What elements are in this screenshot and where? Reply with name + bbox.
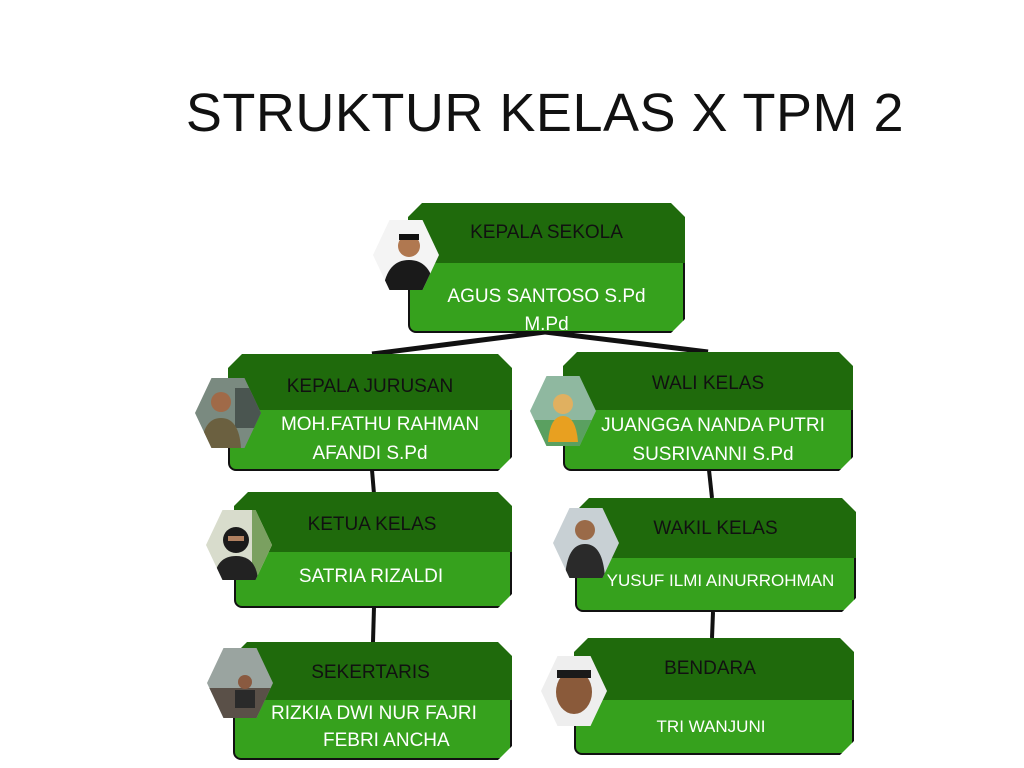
node-header [575,498,856,558]
node-role: KEPALA SEKOLA [470,222,623,243]
avatar-photo [541,656,607,726]
node-role: WALI KELAS [651,373,765,394]
avatar-photo [553,508,619,578]
connector-ks-wk [544,329,709,355]
node-role: SEKERTARIS [311,662,430,683]
node-kepala-sekolah: KEPALA SEKOLA AGUS SANTOSO S.Pd M.Pd [408,203,685,335]
connector-wali-wakil [707,469,714,499]
node-name-line1: AGUS SANTOSO S.Pd [447,286,646,307]
node-name-line1: JUANGGA NANDA PUTRI [601,415,825,436]
node-name-line1: TRI WANJUNI [656,717,766,736]
node-name-line1: YUSUF ILMI AINURROHMAN [606,571,835,590]
node-role: WAKIL KELAS [653,518,778,539]
node-name-line1: SATRIA RIZALDI [298,566,444,587]
node-ketua-kelas: KETUA KELAS SATRIA RIZALDI [234,492,512,608]
node-bendara: BENDARA TRI WANJUNI [574,638,854,755]
node-role: KETUA KELAS [307,514,437,535]
node-header [408,203,685,263]
node-header [228,354,512,410]
connector-wakil-bend [710,611,715,639]
node-name-line1: RIZKIA DWI NUR FAJRI [271,703,477,724]
node-wali-kelas: WALI KELAS JUANGGA NANDA PUTRI SUSRIVANN… [563,352,853,471]
node-name-line2: AFANDI S.Pd [312,443,428,464]
node-role: KEPALA JURUSAN [286,376,454,397]
connector-ks-kj [371,329,546,357]
node-name-line2: M.Pd [524,314,569,335]
node-name-line2: FEBRI ANCHA [323,730,450,751]
node-header [574,638,854,700]
node-header [563,352,853,410]
connector-kj-ketua [370,469,376,495]
node-name-line2: SUSRIVANNI S.Pd [632,444,794,465]
node-role: BENDARA [664,658,756,679]
node-wakil-kelas: WAKIL KELAS YUSUF ILMI AINURROHMAN [575,498,856,612]
node-header [234,492,512,552]
node-kepala-jurusan: KEPALA JURUSAN MOH.FATHU RAHMAN AFANDI S… [228,354,512,471]
page-title: STRUKTUR KELAS X TPM 2 [185,83,905,143]
connector-ketua-sek [371,606,376,643]
node-sekertaris: SEKERTARIS RIZKIA DWI NUR FAJRI FEBRI AN… [233,642,512,760]
node-header [233,642,512,700]
avatar-photo [207,648,273,718]
node-name-line1: MOH.FATHU RAHMAN [280,414,480,435]
